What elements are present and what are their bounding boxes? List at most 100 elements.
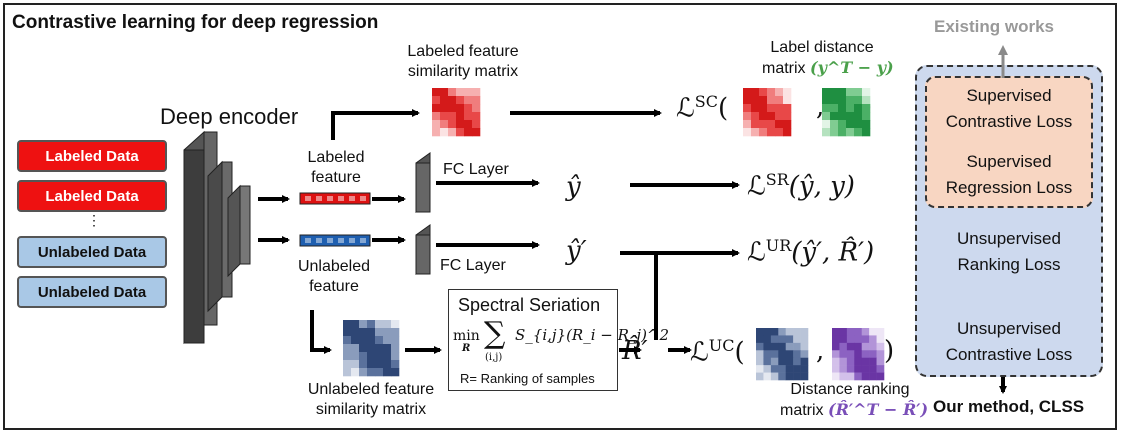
matrix-cell <box>846 335 855 344</box>
matrix-cell <box>830 120 839 129</box>
matrix-cell <box>854 112 863 121</box>
matrix-cell <box>456 128 465 137</box>
deep-encoder-icon <box>183 130 251 345</box>
matrix-cell <box>432 112 441 121</box>
matrix-cell <box>472 88 481 97</box>
matrix-cell <box>472 128 481 137</box>
label-distance-label: Label distance matrix (y^T − y) <box>762 38 894 79</box>
matrix-cell <box>343 320 352 329</box>
matrix-cell <box>367 328 376 337</box>
matrix-cell <box>375 352 384 361</box>
unlabeled-data-box-1: Unlabeled Data <box>17 236 167 268</box>
matrix-cell <box>862 112 871 121</box>
matrix-cell <box>367 360 376 369</box>
loss-ur: ℒUR(ŷ′, R̂′) <box>747 236 874 268</box>
fc-layer-bottom-icon <box>415 224 431 275</box>
matrix-cell <box>846 365 855 373</box>
sup-regression-loss: Supervised Regression Loss <box>925 149 1093 201</box>
matrix-cell <box>456 104 465 113</box>
matrix-cell <box>778 357 787 366</box>
matrix-cell <box>783 96 792 105</box>
matrix-cell <box>869 357 877 366</box>
matrix-cell <box>822 88 831 97</box>
matrix-cell <box>793 342 801 351</box>
flow-arrows <box>258 109 1007 394</box>
matrix-cell <box>375 336 384 345</box>
matrix-cell <box>432 104 441 113</box>
matrix-cell <box>854 96 863 105</box>
fc-layer-top-icon <box>415 152 431 213</box>
matrix-cell <box>432 120 441 129</box>
output-y-hat: ŷ <box>566 172 581 202</box>
matrix-cell <box>869 342 877 351</box>
matrix-cell <box>472 104 481 113</box>
matrix-cell <box>472 120 481 129</box>
matrix-cell <box>763 328 772 336</box>
matrix-cell <box>838 104 847 113</box>
matrix-cell <box>800 350 809 359</box>
matrix-cell <box>793 372 801 381</box>
matrix-cell <box>862 120 871 129</box>
matrix-cell <box>854 88 863 97</box>
matrix-cell <box>775 104 784 113</box>
matrix-cell <box>756 350 764 359</box>
sup-contrastive-line2: Contrastive Loss <box>945 112 1073 131</box>
matrix-cell <box>440 128 449 137</box>
matrix-cell <box>763 372 772 381</box>
matrix-cell <box>770 342 779 351</box>
matrix-cell <box>785 328 794 336</box>
matrix-cell <box>839 328 848 336</box>
unsup-ranking-line2: Ranking Loss <box>957 255 1061 274</box>
loss-sr: ℒSR(ŷ, y) <box>747 170 855 202</box>
labeled-sim-matrix-label: Labeled feature similarity matrix <box>407 43 519 80</box>
loss-uc-close: ) <box>884 336 895 366</box>
matrix-cell <box>869 328 877 336</box>
matrix-cell <box>763 357 772 366</box>
matrix-cell <box>800 357 809 366</box>
matrix-cell <box>770 335 779 344</box>
matrix-cell <box>876 328 885 336</box>
matrix-cell <box>343 344 352 353</box>
unsup-ranking-line1: Unsupervised <box>957 229 1061 248</box>
matrix-cell <box>775 96 784 105</box>
matrix-cell <box>351 360 360 369</box>
matrix-cell <box>793 365 801 373</box>
matrix-cell <box>767 120 776 129</box>
loss-sr-sup: SR <box>765 170 789 189</box>
matrix-cell <box>846 120 855 129</box>
matrix-cell <box>383 328 392 337</box>
matrix-cell <box>464 128 473 137</box>
matrix-cell <box>759 120 768 129</box>
matrix-cell <box>839 365 848 373</box>
spectral-sum-sub: (i,j) <box>485 352 503 363</box>
matrix-cell <box>854 328 863 336</box>
matrix-cell <box>854 120 863 129</box>
diagram-title: Contrastive learning for deep regression <box>12 12 379 33</box>
matrix-cell <box>876 342 885 351</box>
matrix-cell <box>756 328 764 336</box>
matrix-cell <box>375 320 384 329</box>
matrix-cell <box>822 104 831 113</box>
matrix-cell <box>756 342 764 351</box>
matrix-cell <box>800 372 809 381</box>
matrix-cell <box>775 120 784 129</box>
matrix-cell <box>778 328 787 336</box>
uc-blue-matrix-icon <box>756 328 809 381</box>
matrix-cell <box>383 368 392 377</box>
matrix-cell <box>456 112 465 121</box>
matrix-cell <box>456 96 465 105</box>
matrix-cell <box>854 357 863 366</box>
matrix-cell <box>854 128 863 137</box>
matrix-cell <box>830 112 839 121</box>
matrix-cell <box>343 328 352 337</box>
sc-red-matrix-icon <box>743 88 792 137</box>
label-distance-line2: matrix (y^T − y) <box>762 58 894 79</box>
matrix-cell <box>472 112 481 121</box>
unsup-contrastive-line2: Contrastive Loss <box>945 345 1073 364</box>
matrix-cell <box>464 88 473 97</box>
matrix-cell <box>767 128 776 137</box>
label-distance-line1: Label distance <box>770 39 874 56</box>
matrix-cell <box>343 336 352 345</box>
matrix-cell <box>778 365 787 373</box>
matrix-cell <box>391 368 400 377</box>
